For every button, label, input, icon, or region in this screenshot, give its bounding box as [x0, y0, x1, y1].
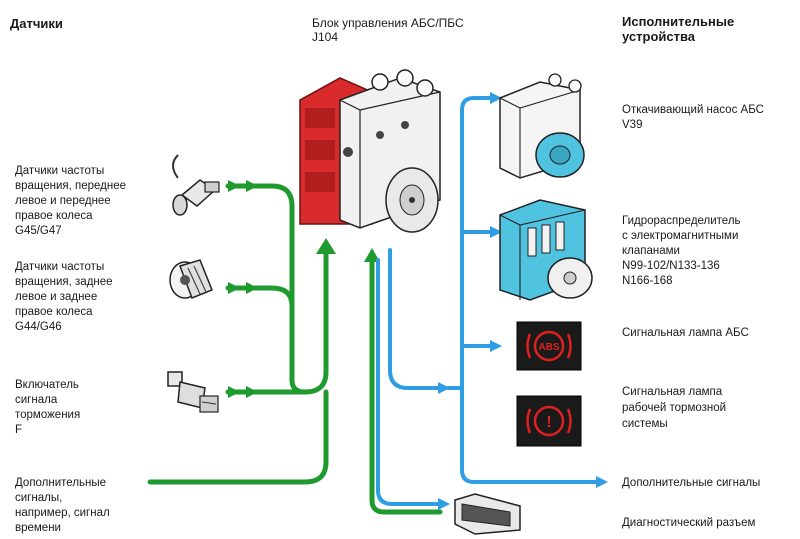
- arrowhead-in-1b: [246, 180, 258, 192]
- actuators-header: Исполнительные устройства: [622, 14, 735, 44]
- arrowhead-out-diag: [438, 498, 450, 510]
- flow-line-output-main: [388, 248, 442, 390]
- diagnostic-connector-icon: [454, 493, 521, 535]
- brake-switch-icon: [167, 371, 219, 413]
- abs-lamp-text: ABS: [538, 342, 559, 353]
- actuator-label-return-pump: Откачивающий насос АБС V39: [622, 104, 764, 131]
- arrowhead-in-2b: [246, 282, 258, 294]
- sensor-label-rear-wheel-speed: Датчики частоты вращения, заднее левое и…: [15, 261, 113, 333]
- arrowhead-to-unit: [316, 238, 336, 254]
- brake-lamp-text: !: [546, 414, 551, 431]
- flow-line-output-bus: [460, 96, 494, 112]
- actuator-label-abs-lamp: Сигнальная лампа АБС: [622, 327, 749, 339]
- flow-line-diag-blue: [376, 258, 442, 506]
- wheel-speed-sensor-rear-icon: [169, 259, 213, 299]
- control-unit-illustration: [299, 69, 441, 233]
- arrowhead-out-additional: [596, 476, 608, 488]
- control-unit-header: Блок управления АБС/ПБС J104: [312, 16, 464, 44]
- input-flow-lines: [147, 183, 443, 515]
- sensors-header: Датчики: [10, 16, 63, 31]
- flow-line-brake-switch: [225, 245, 329, 395]
- actuator-label-diagnostic-connector: Диагностический разъем: [622, 517, 756, 529]
- brake-warning-lamp-icon: !: [516, 395, 582, 447]
- arrowhead-out-valve: [490, 226, 502, 238]
- arrowhead-in-3b: [246, 386, 258, 398]
- sensor-label-additional-inputs: Дополнительные сигналы, например, сигнал…: [15, 477, 110, 534]
- arrowhead-in-1a: [228, 180, 240, 192]
- flow-line-additional-inputs: [147, 389, 329, 485]
- flow-line-rear-wheel-speed: [225, 285, 295, 309]
- return-pump-icon: [499, 73, 585, 179]
- arrowhead-to-unit-2: [364, 248, 380, 262]
- arrowhead-in-2a: [228, 282, 240, 294]
- actuator-label-additional-outputs: Дополнительные сигналы: [622, 477, 761, 489]
- arrowhead-out-abs: [490, 340, 502, 352]
- arrowhead-in-3a: [228, 386, 240, 398]
- arrowhead-out-brake-lamp: [438, 382, 450, 394]
- sensor-label-front-wheel-speed: Датчики частоты вращения, переднее левое…: [15, 165, 127, 237]
- abs-warning-lamp-icon: ABS: [516, 321, 582, 371]
- arrowhead-out-pump: [490, 92, 502, 104]
- input-arrowheads: [228, 180, 380, 398]
- output-arrowheads: [438, 92, 608, 510]
- valve-block-icon: [499, 199, 593, 301]
- actuator-label-valve-block: Гидрораспределитель с электромагнитными …: [622, 215, 741, 287]
- actuator-label-brake-lamp: Сигнальная лампа рабочей тормозной систе…: [622, 386, 727, 430]
- flow-line-diagnostic-return: [369, 257, 443, 515]
- wheel-speed-sensor-front-icon: [172, 154, 220, 216]
- sensor-label-brake-switch: Включатель сигнала торможения F: [15, 379, 81, 436]
- output-flow-lines: [376, 96, 600, 506]
- flow-line-output-vertical: [460, 108, 600, 484]
